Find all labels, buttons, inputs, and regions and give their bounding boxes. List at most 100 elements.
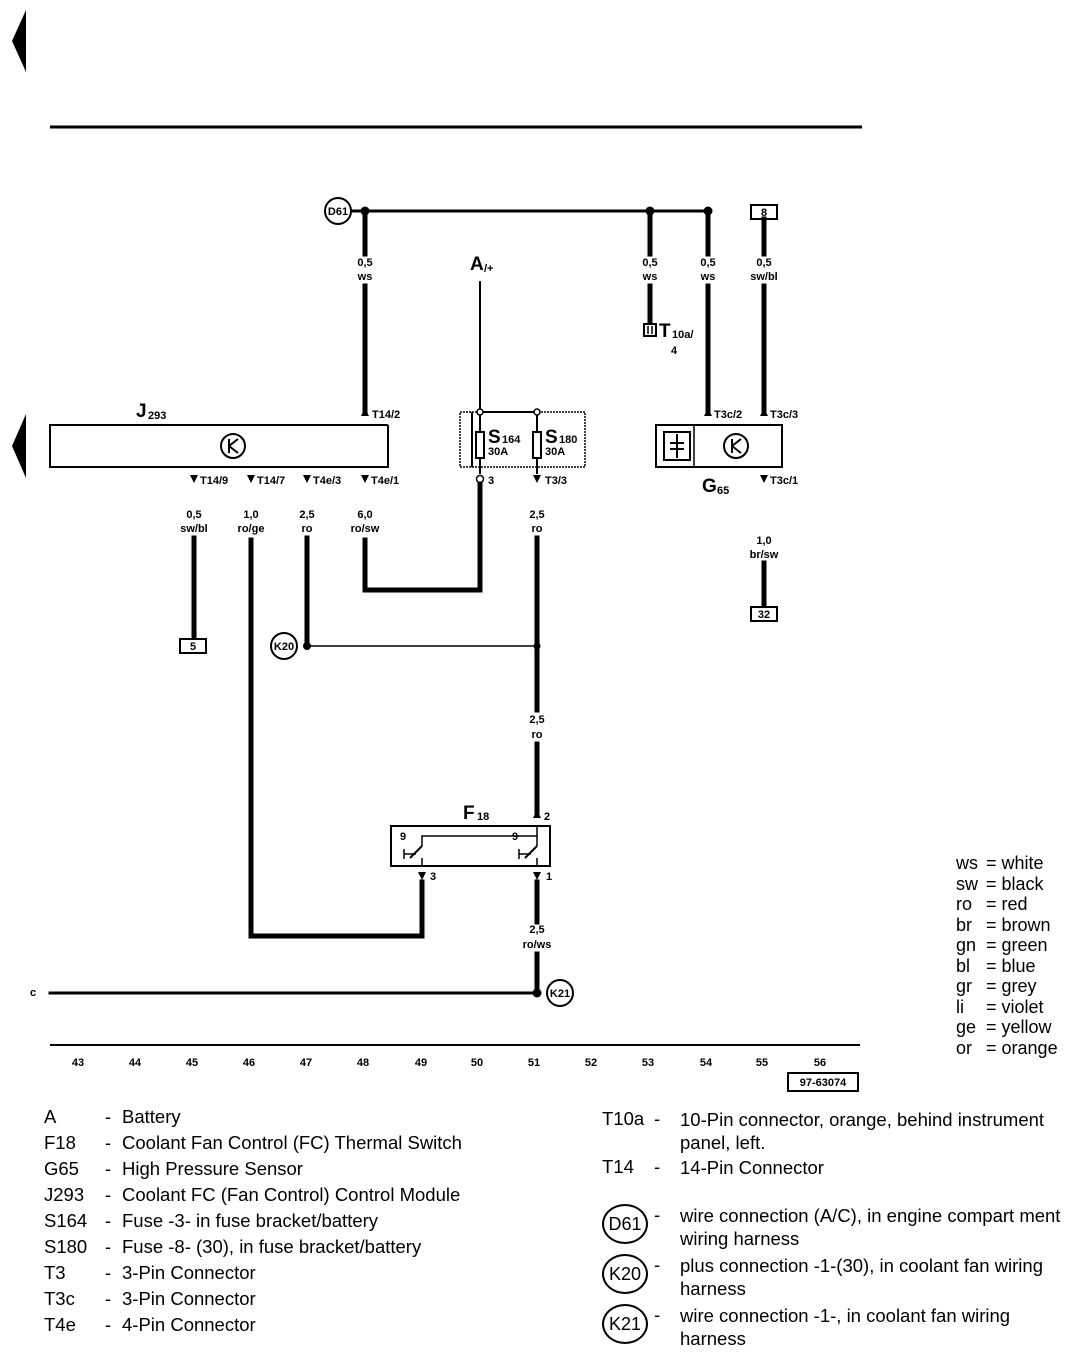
connector-t10a-sub: 10a/ (672, 329, 693, 341)
switch-contact-icon (403, 845, 423, 866)
fuse-s180-label: S (545, 427, 558, 448)
legend-item-d61: D61 - wire connection (A/C), in engine c… (602, 1204, 1082, 1254)
pin-t14-2: T14/2 (372, 409, 400, 421)
legend-code: S180 (44, 1236, 88, 1257)
grid-number: 45 (186, 1057, 198, 1069)
color-equals: = (986, 873, 997, 894)
switch-contact-icon (518, 845, 538, 866)
color-legend-row: bl= blue (956, 956, 1058, 977)
legend-desc: 10-Pin connector, orange, behind instrum… (680, 1109, 1045, 1153)
connector-t10a-pin: 4 (671, 345, 678, 357)
legend-item: F18 -Coolant Fan Control (FC) Thermal Swi… (44, 1132, 462, 1158)
fuse-s164-label: S (488, 427, 501, 448)
color-abbr: ro (956, 894, 973, 914)
legend-item-k20: K20 - plus connection -1-(30), in coolan… (602, 1254, 1082, 1304)
reference-box-8-label: 8 (761, 207, 767, 219)
fuse-s180-sub: 180 (559, 434, 577, 446)
wire-color: ro (302, 523, 313, 535)
grid-number: 54 (700, 1057, 713, 1069)
wire-color: ro/sw (351, 523, 380, 535)
legend-code: A (44, 1106, 57, 1127)
grid-number: 50 (471, 1057, 483, 1069)
legend-desc: Coolant FC (Fan Control) Control Module (122, 1184, 461, 1205)
fuse-s180-rating: 30A (545, 446, 565, 458)
thermal-switch-f18-label: F (463, 803, 475, 824)
connector-t10a-label: T (659, 321, 671, 342)
pin-arrow (361, 475, 369, 483)
grid-number: 56 (814, 1057, 826, 1069)
module-j293-sub: 293 (148, 410, 166, 422)
color-name: brown (1001, 914, 1051, 935)
pin-t3c-1: T3c/1 (770, 475, 798, 487)
legend-desc: 4-Pin Connector (122, 1314, 256, 1335)
legend-dash: - (104, 1262, 112, 1283)
pin-arrow (361, 408, 369, 416)
wire-size: 2,5 (529, 924, 544, 936)
color-equals: = (986, 1017, 997, 1037)
legend-desc: Fuse -3- in fuse bracket/battery (122, 1210, 379, 1231)
legend-dash: - (104, 1106, 112, 1127)
legend-dash: - (104, 1132, 112, 1153)
legend-dash: - (104, 1210, 112, 1231)
legend-item-t10a: T10a - 10-Pin connector, orange, behind … (602, 1108, 1082, 1156)
color-abbr: br (956, 914, 973, 935)
edge-reference-c: c (30, 987, 36, 999)
color-equals: = (986, 976, 997, 996)
legend-desc: Battery (122, 1106, 181, 1127)
color-name: orange (1001, 1037, 1058, 1058)
wire-color: ws (700, 271, 716, 283)
legend-item-t14: T14 - 14-Pin Connector (602, 1156, 1082, 1204)
pin-s164-3 (475, 474, 485, 484)
pin-arrow (533, 475, 541, 483)
legend-code: T14 (602, 1156, 634, 1177)
legend-item: S180-Fuse -8- (30), in fuse bracket/batt… (44, 1236, 462, 1262)
legend-code: F18 (44, 1132, 76, 1153)
module-j293: J 293 (49, 401, 389, 468)
legend-desc: wire connection -1-, in coolant fan wiri… (680, 1305, 1011, 1349)
reference-box-32: 32 (750, 606, 778, 622)
grid-number: 51 (528, 1057, 540, 1069)
legend-desc: Coolant Fan Control (FC) Thermal Switch (122, 1132, 462, 1153)
sensor-g65-label: G (702, 476, 717, 497)
color-legend-row: gr= grey (956, 976, 1058, 997)
legend-dash: - (654, 1156, 661, 1177)
pin-arrow (533, 810, 541, 818)
pin-t3-3: T3/3 (545, 475, 567, 487)
wire-size: 0,5 (700, 257, 715, 269)
connector-legend: T10a - 10-Pin connector, orange, behind … (602, 1108, 1082, 1354)
wire-color: ro/ws (523, 939, 552, 951)
pin-arrow (704, 408, 712, 416)
legend-code: J293 (44, 1184, 85, 1205)
pin-f18-1: 1 (546, 871, 552, 883)
legend-dash: - (104, 1184, 112, 1205)
color-legend-row: sw= black (956, 874, 1058, 895)
wire-color: ws (357, 271, 373, 283)
grid-number: 47 (300, 1057, 312, 1069)
color-abbr: or (956, 1037, 973, 1058)
wire-size: 2,5 (529, 509, 544, 521)
legend-dash: - (654, 1254, 661, 1275)
wiring-diagram: D61 0,5 ws T14/2 0,5 ws T 10a/ 4 0,5 ws … (12, 10, 862, 1092)
junction-dot (532, 988, 542, 998)
color-equals: = (986, 955, 997, 976)
legend-item: G65-High Pressure Sensor (44, 1158, 462, 1184)
wire-size: 2,5 (299, 509, 314, 521)
sensor-g65: G 65 (655, 424, 783, 497)
legend-dash: - (104, 1288, 112, 1309)
wire-size: 0,5 (357, 257, 372, 269)
legend-circle-d61: D61 (602, 1204, 648, 1244)
fuse-s164-rating: 30A (488, 446, 508, 458)
wire-size: 1,0 (756, 535, 771, 547)
wire-size: 6,0 (357, 509, 372, 521)
legend-dash: - (654, 1204, 661, 1225)
legend-dash: - (654, 1108, 661, 1129)
pin-arrow (418, 872, 426, 880)
legend-circle-k21: K21 (602, 1304, 648, 1344)
pin-s164-3-label: 3 (488, 475, 494, 487)
color-equals: = (986, 1037, 997, 1058)
fuse-s180-icon (532, 431, 542, 459)
transistor-icon (220, 433, 246, 459)
thermal-switch-pin-9b: 9 (512, 831, 518, 843)
grid-number: 44 (129, 1057, 142, 1069)
